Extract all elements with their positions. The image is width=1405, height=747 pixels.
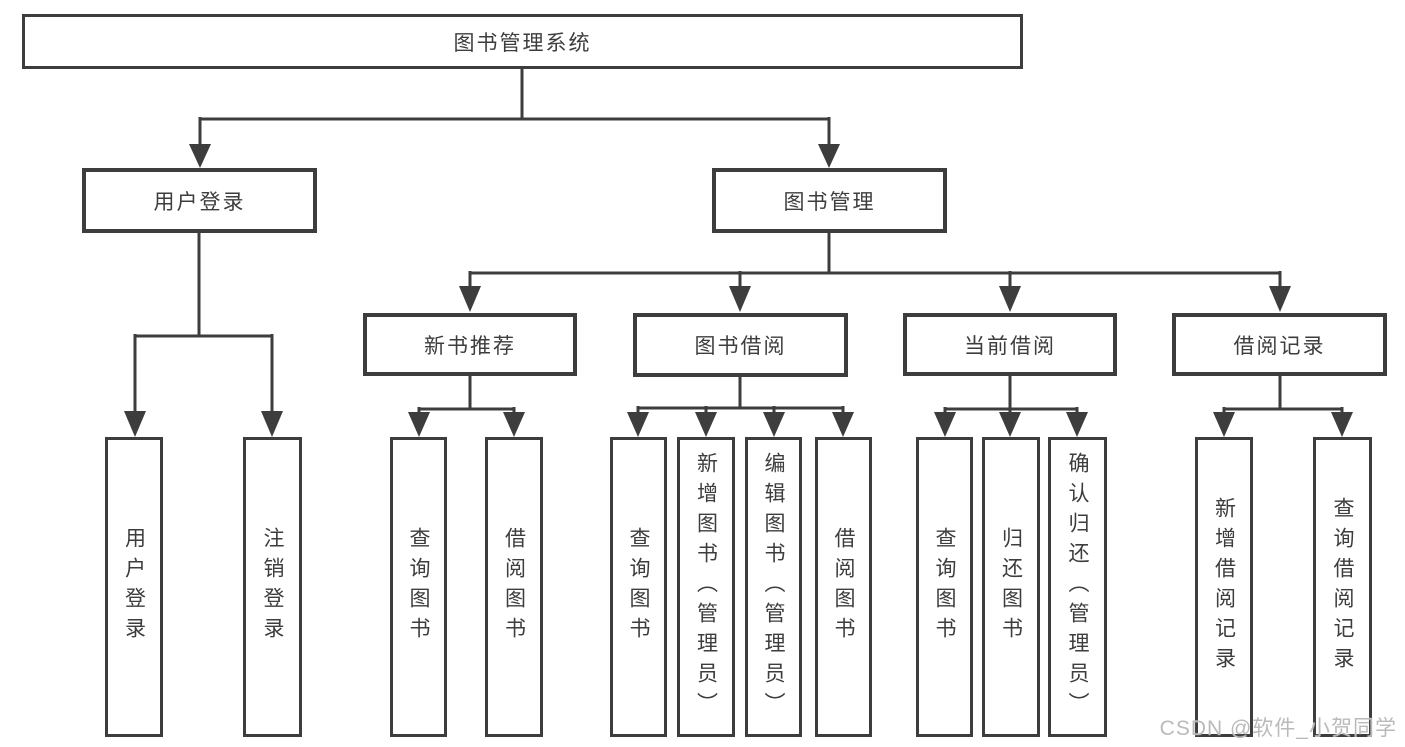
leaf-logout-label: 注销登录 — [261, 527, 284, 647]
leaf-confirm-return-admin: 确认归还（管理员） — [1048, 437, 1107, 737]
leaf-borrow-books-recommend: 借阅图书 — [485, 437, 543, 737]
leaf-edit-book-admin: 编辑图书（管理员） — [745, 437, 802, 737]
leaf-query-borrow-record: 查询借阅记录 — [1313, 437, 1372, 737]
node-user-login-group: 用户登录 — [82, 168, 317, 233]
leaf-confirm-return-admin-label: 确认归还（管理员） — [1066, 452, 1089, 722]
leaf-return-books: 归还图书 — [982, 437, 1040, 737]
node-library-management-system: 图书管理系统 — [22, 14, 1023, 69]
leaf-return-books-label: 归还图书 — [999, 527, 1023, 647]
csdn-watermark: CSDN @软件_小贺同学 — [1159, 717, 1397, 740]
leaf-add-book-admin-label: 新增图书（管理员） — [694, 452, 718, 722]
node-book-borrowing: 图书借阅 — [633, 313, 848, 377]
leaf-add-borrow-record-label: 新增借阅记录 — [1212, 497, 1236, 677]
leaf-query-books-recommend-label: 查询图书 — [407, 527, 430, 647]
leaf-query-books-borrow: 查询图书 — [610, 437, 667, 737]
leaf-user-login: 用户登录 — [105, 437, 163, 737]
leaf-edit-book-admin-label: 编辑图书（管理员） — [762, 452, 785, 722]
node-current-borrowing: 当前借阅 — [903, 313, 1117, 376]
leaf-query-books-borrow-label: 查询图书 — [627, 527, 650, 647]
leaf-user-login-label: 用户登录 — [122, 527, 146, 647]
leaf-add-book-admin: 新增图书（管理员） — [677, 437, 735, 737]
leaf-query-borrow-record-label: 查询借阅记录 — [1331, 497, 1354, 677]
node-new-book-recommendation: 新书推荐 — [363, 313, 577, 376]
node-book-management: 图书管理 — [712, 168, 947, 233]
leaf-logout: 注销登录 — [243, 437, 302, 737]
leaf-borrow-books: 借阅图书 — [815, 437, 872, 737]
leaf-query-books-recommend: 查询图书 — [390, 437, 447, 737]
leaf-add-borrow-record: 新增借阅记录 — [1195, 437, 1253, 737]
leaf-query-books-current: 查询图书 — [916, 437, 973, 737]
leaf-query-books-current-label: 查询图书 — [933, 527, 956, 647]
leaf-borrow-books-recommend-label: 借阅图书 — [502, 527, 526, 647]
leaf-borrow-books-label: 借阅图书 — [832, 527, 855, 647]
node-borrowing-records: 借阅记录 — [1172, 313, 1387, 376]
